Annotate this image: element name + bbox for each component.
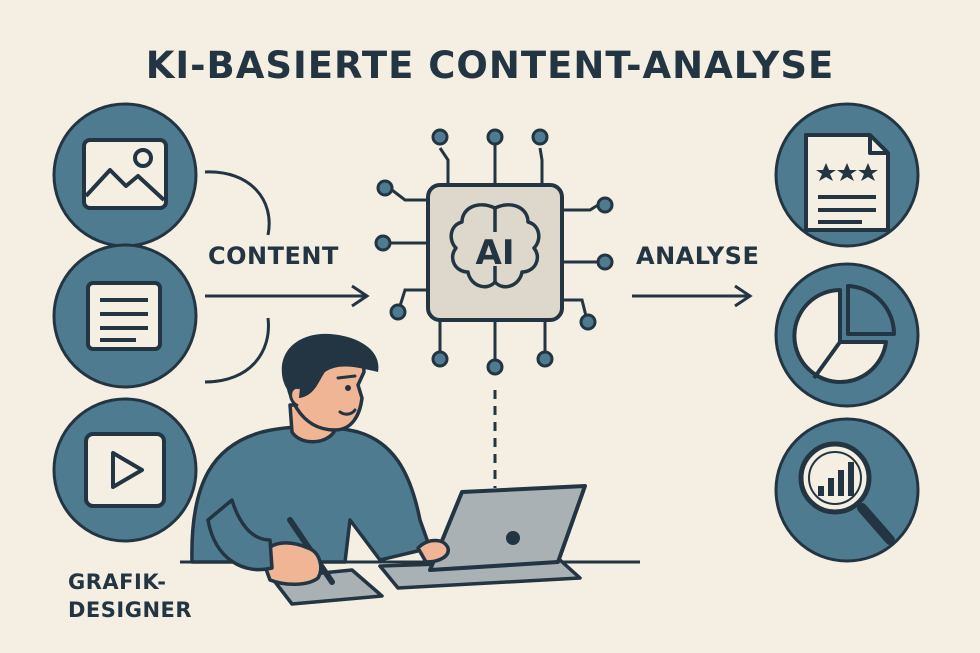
input-circle-video — [52, 397, 198, 543]
designer-label-line1: GRAFIK- — [68, 570, 167, 594]
input-circle-image — [52, 102, 198, 248]
output-circle-report — [774, 102, 920, 248]
chip-label: AI — [476, 233, 515, 273]
laptop-logo — [506, 531, 520, 545]
analyse-arrow — [632, 284, 753, 308]
designer-illustration — [180, 333, 640, 606]
rated-document-icon — [804, 133, 890, 232]
output-circle-search — [774, 417, 920, 563]
designer-hair — [281, 333, 379, 398]
flow-curve-bottom — [204, 317, 270, 384]
page-title: KI-BASIERTE CONTENT-ANALYSE — [145, 44, 835, 87]
laptop-screen — [428, 484, 587, 572]
image-icon — [82, 138, 168, 210]
designer-label-line2: DESIGNER — [68, 598, 193, 622]
analyse-label: ANALYSE — [636, 242, 760, 270]
video-play-icon — [84, 432, 166, 508]
flow-curve-top — [204, 170, 271, 236]
content-arrow — [205, 284, 370, 308]
magnifier-chart-icon — [798, 441, 895, 545]
input-circle-document — [52, 243, 198, 389]
designer-label: GRAFIK- DESIGNER — [68, 568, 192, 624]
content-label: CONTENT — [208, 242, 339, 270]
pie-chart-icon — [792, 284, 897, 384]
ai-chip: AI — [374, 128, 614, 376]
document-icon — [86, 281, 162, 351]
output-circle-pie — [774, 262, 920, 408]
